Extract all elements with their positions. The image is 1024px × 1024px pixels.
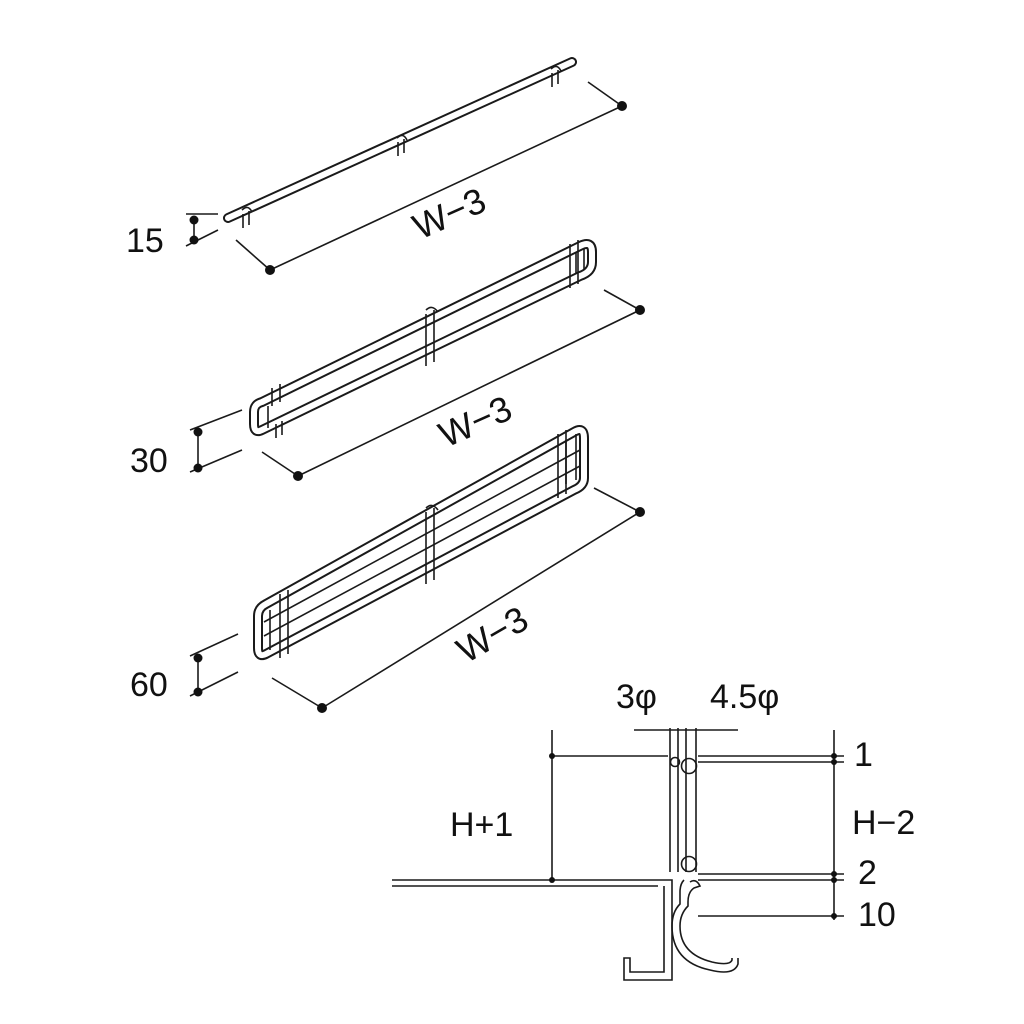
rail-30-height-dimension <box>189 409 243 473</box>
shelf-plate <box>392 879 673 981</box>
rail-60-height-label: 60 <box>130 666 168 704</box>
rail-60-height-dimension <box>189 633 239 697</box>
bottom-offset-label: 2 <box>858 854 877 892</box>
top-offset-label: 1 <box>854 736 873 774</box>
rail-30-mesh <box>267 248 585 428</box>
rail-15-width-label: W−3 <box>407 179 492 247</box>
rail-15-width-dimension <box>235 81 627 275</box>
large-wire-circle-top <box>680 757 698 775</box>
rail-60-width-label: W−3 <box>450 598 535 671</box>
left-height-label: H+1 <box>450 806 513 844</box>
rail-30-width-dimension <box>261 289 645 481</box>
rail-60-drawing: 60 W−3 <box>130 425 645 713</box>
rail-60-width-dimension <box>271 487 645 713</box>
rail-30-drawing: 30 W−3 <box>130 239 645 481</box>
rail-15-height-label: 15 <box>126 222 164 260</box>
rail-30-height-label: 30 <box>130 442 168 480</box>
rail-60-frame <box>253 425 589 661</box>
large-wire-circle-bottom <box>680 855 698 873</box>
rail-30-posts <box>271 240 579 438</box>
rail-60-posts <box>279 430 567 658</box>
rail-15-height-dimension <box>185 213 219 247</box>
rail-15-wire <box>223 57 577 223</box>
rail-15-posts <box>241 65 562 228</box>
rail-30-frame <box>249 239 597 437</box>
section-detail: 3φ 4.5φ H+1 H−2 1 2 10 <box>392 678 915 981</box>
wire-large-label: 4.5φ <box>710 678 779 716</box>
rail-hook <box>671 879 739 973</box>
left-height-dimension <box>549 730 668 883</box>
rail-15-drawing: 15 W−3 <box>126 57 627 275</box>
hook-depth-label: 10 <box>858 896 896 934</box>
wire-small-label: 3φ <box>616 678 657 716</box>
right-height-label: H−2 <box>852 804 915 842</box>
rail-section-wires <box>669 728 698 873</box>
rail-30-width-label: W−3 <box>433 387 518 455</box>
small-wire-circle <box>669 756 681 768</box>
right-height-dimension <box>698 730 844 920</box>
rail-60-mesh <box>263 434 581 650</box>
